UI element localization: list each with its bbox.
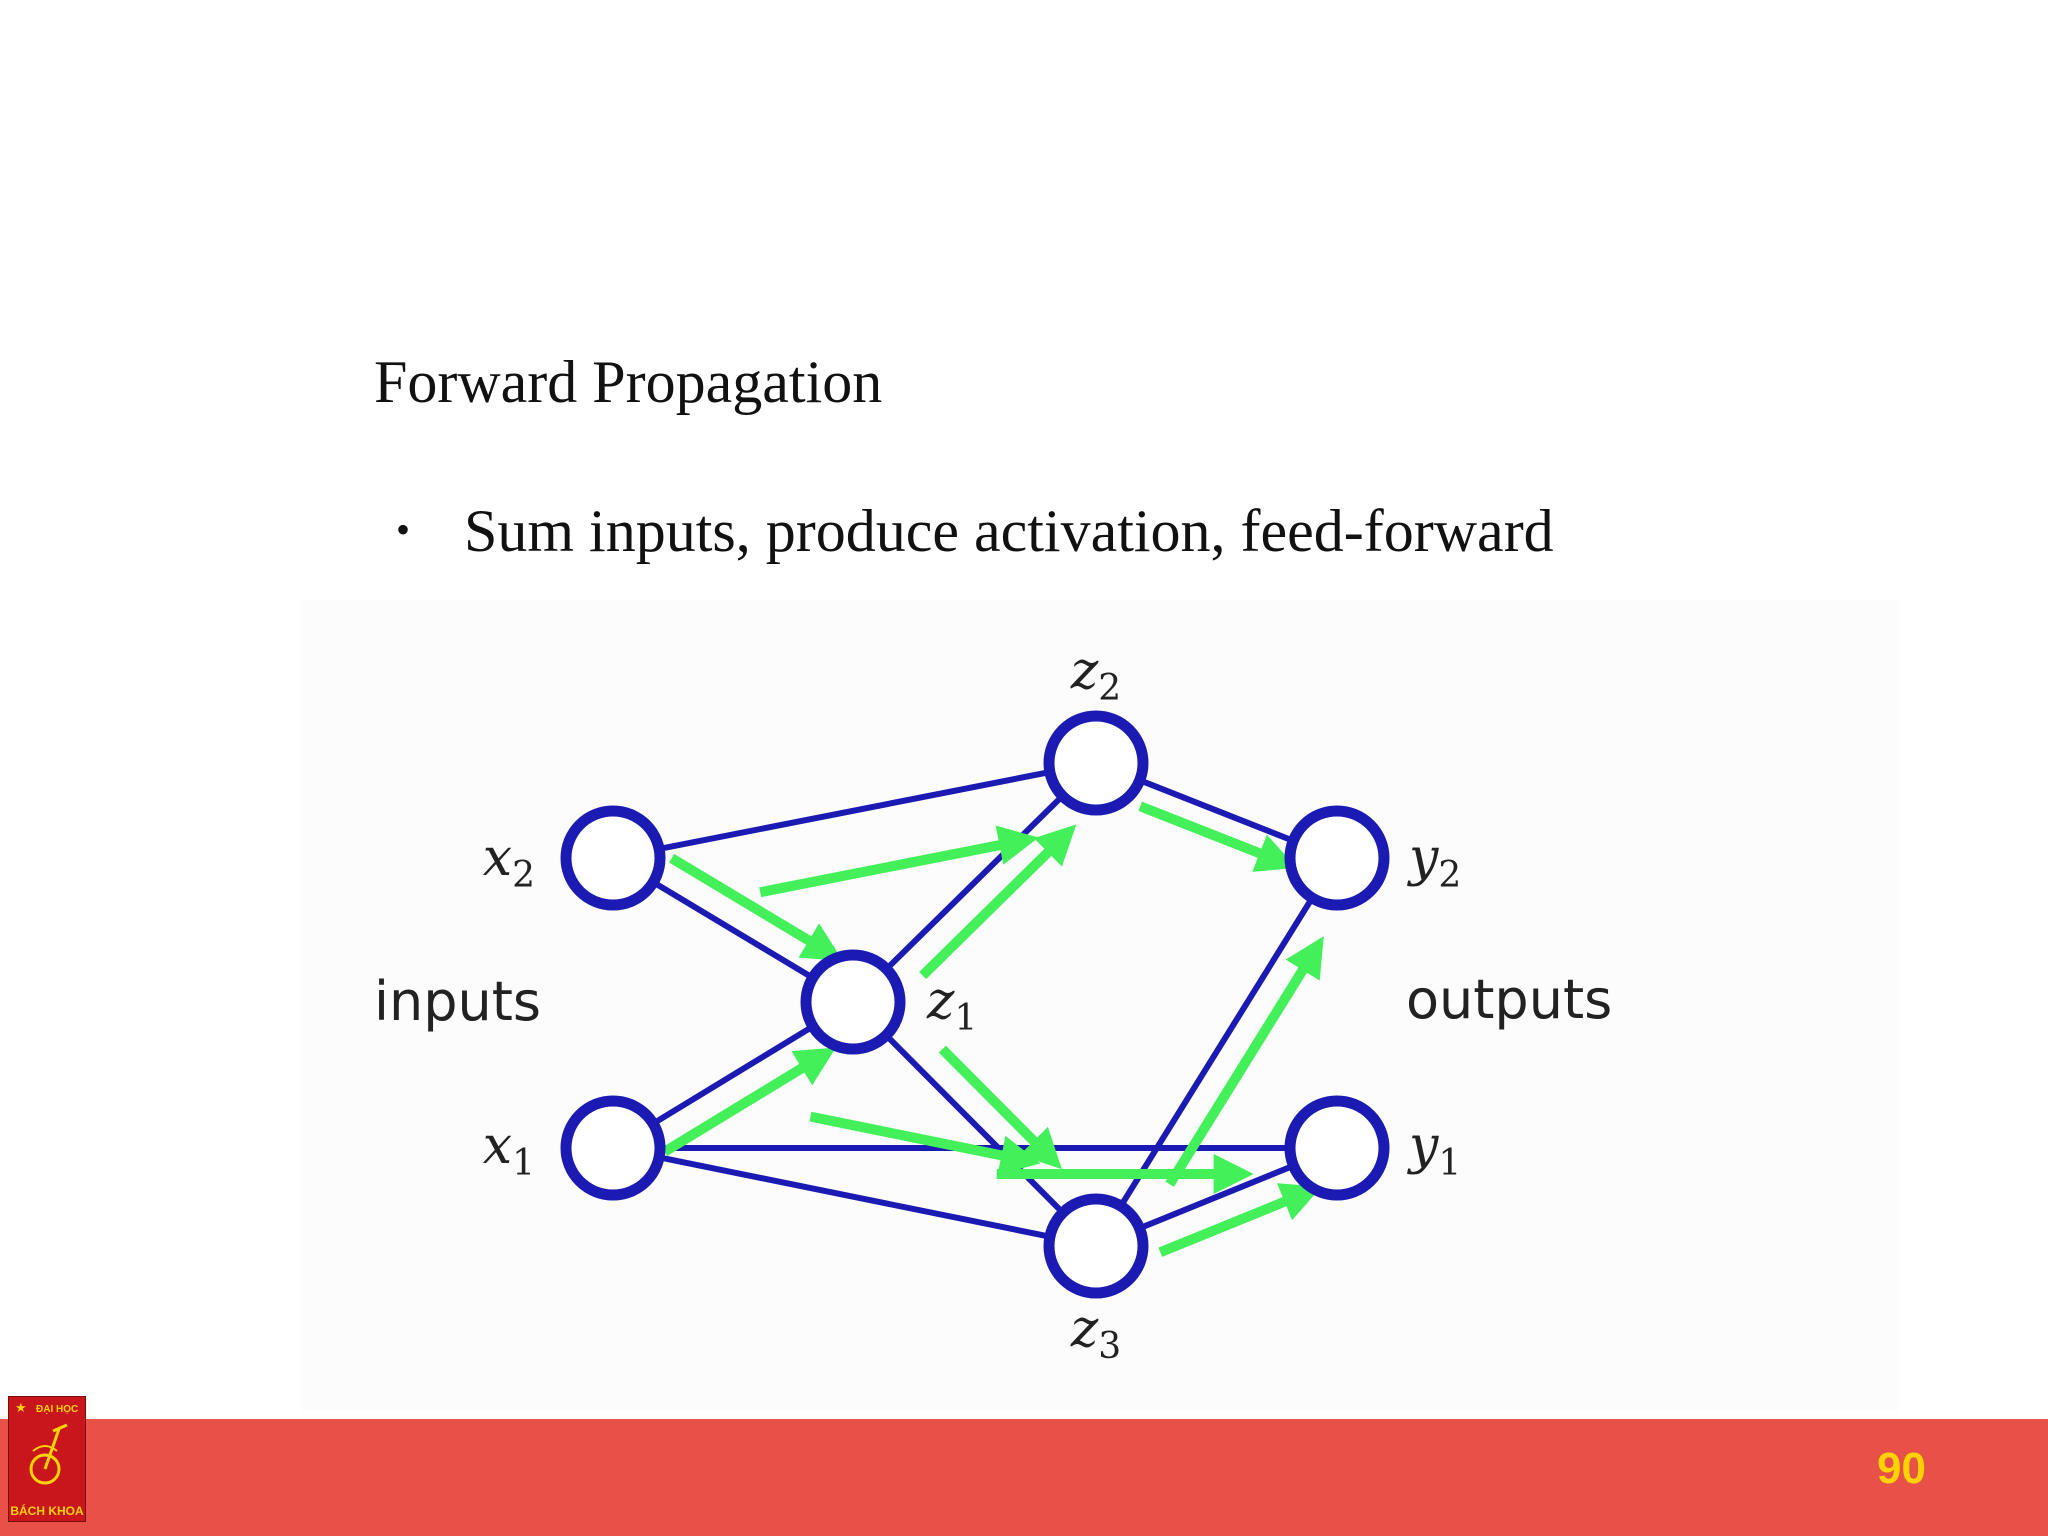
node-x2 xyxy=(560,805,666,911)
outputs-label: outputs xyxy=(1406,968,1612,1031)
flow-arrow-z3-y2 xyxy=(1165,936,1324,1187)
node-z1 xyxy=(800,949,906,1055)
inputs-label: inputs xyxy=(374,970,541,1033)
label-z3: z3 xyxy=(1070,1299,1121,1367)
label-x1: x1 xyxy=(483,1116,535,1184)
node-y1 xyxy=(1284,1095,1390,1201)
edge-z3-y2 xyxy=(1093,856,1340,1248)
node-x1 xyxy=(560,1095,666,1201)
edge-z1-z2 xyxy=(850,760,1099,1005)
label-z2: z2 xyxy=(1070,641,1121,709)
bullet-item: • Sum inputs, produce activation, feed-fo… xyxy=(396,497,1554,566)
logo-emblem-icon xyxy=(29,1423,68,1485)
logo-bottom-text: BÁCH KHOA xyxy=(10,1504,84,1518)
flow-arrow-z2-y2 xyxy=(1138,801,1297,872)
flow-arrow-x1-z3 xyxy=(809,1111,1041,1175)
flow-arrow-z1-z2 xyxy=(919,824,1077,980)
node-z2 xyxy=(1043,710,1149,816)
logo-top-text: ĐẠI HỌC xyxy=(36,1404,79,1415)
label-y2: y2 xyxy=(1407,828,1461,896)
flow-arrow-x2-z2 xyxy=(759,825,1039,898)
label-x2: x2 xyxy=(483,828,535,896)
university-logo: ★ ĐẠI HỌC BÁCH KHOA xyxy=(8,1396,86,1522)
flow-arrow-x2-z1 xyxy=(669,853,844,962)
edge-x1-z3 xyxy=(612,1145,1097,1249)
label-z1: z1 xyxy=(926,971,977,1039)
page-number: 90 xyxy=(1877,1444,1926,1493)
star-icon: ★ xyxy=(15,1400,27,1415)
bullet-marker: • xyxy=(396,507,411,552)
edge-x2-z2 xyxy=(612,760,1097,861)
footer-bar xyxy=(0,1419,2048,1536)
slide-title: Forward Propagation xyxy=(374,349,883,415)
edge-z1-z3 xyxy=(850,999,1099,1249)
node-z3 xyxy=(1043,1193,1149,1299)
flow-arrow-z3-y1 xyxy=(1158,1183,1322,1257)
flow-arrow-x1-z1 xyxy=(661,1047,836,1157)
label-y1: y1 xyxy=(1407,1116,1461,1184)
bullet-text: Sum inputs, produce activation, feed-for… xyxy=(464,498,1554,564)
flow-arrow-z1-z3 xyxy=(938,1045,1062,1170)
node-y2 xyxy=(1284,805,1390,911)
